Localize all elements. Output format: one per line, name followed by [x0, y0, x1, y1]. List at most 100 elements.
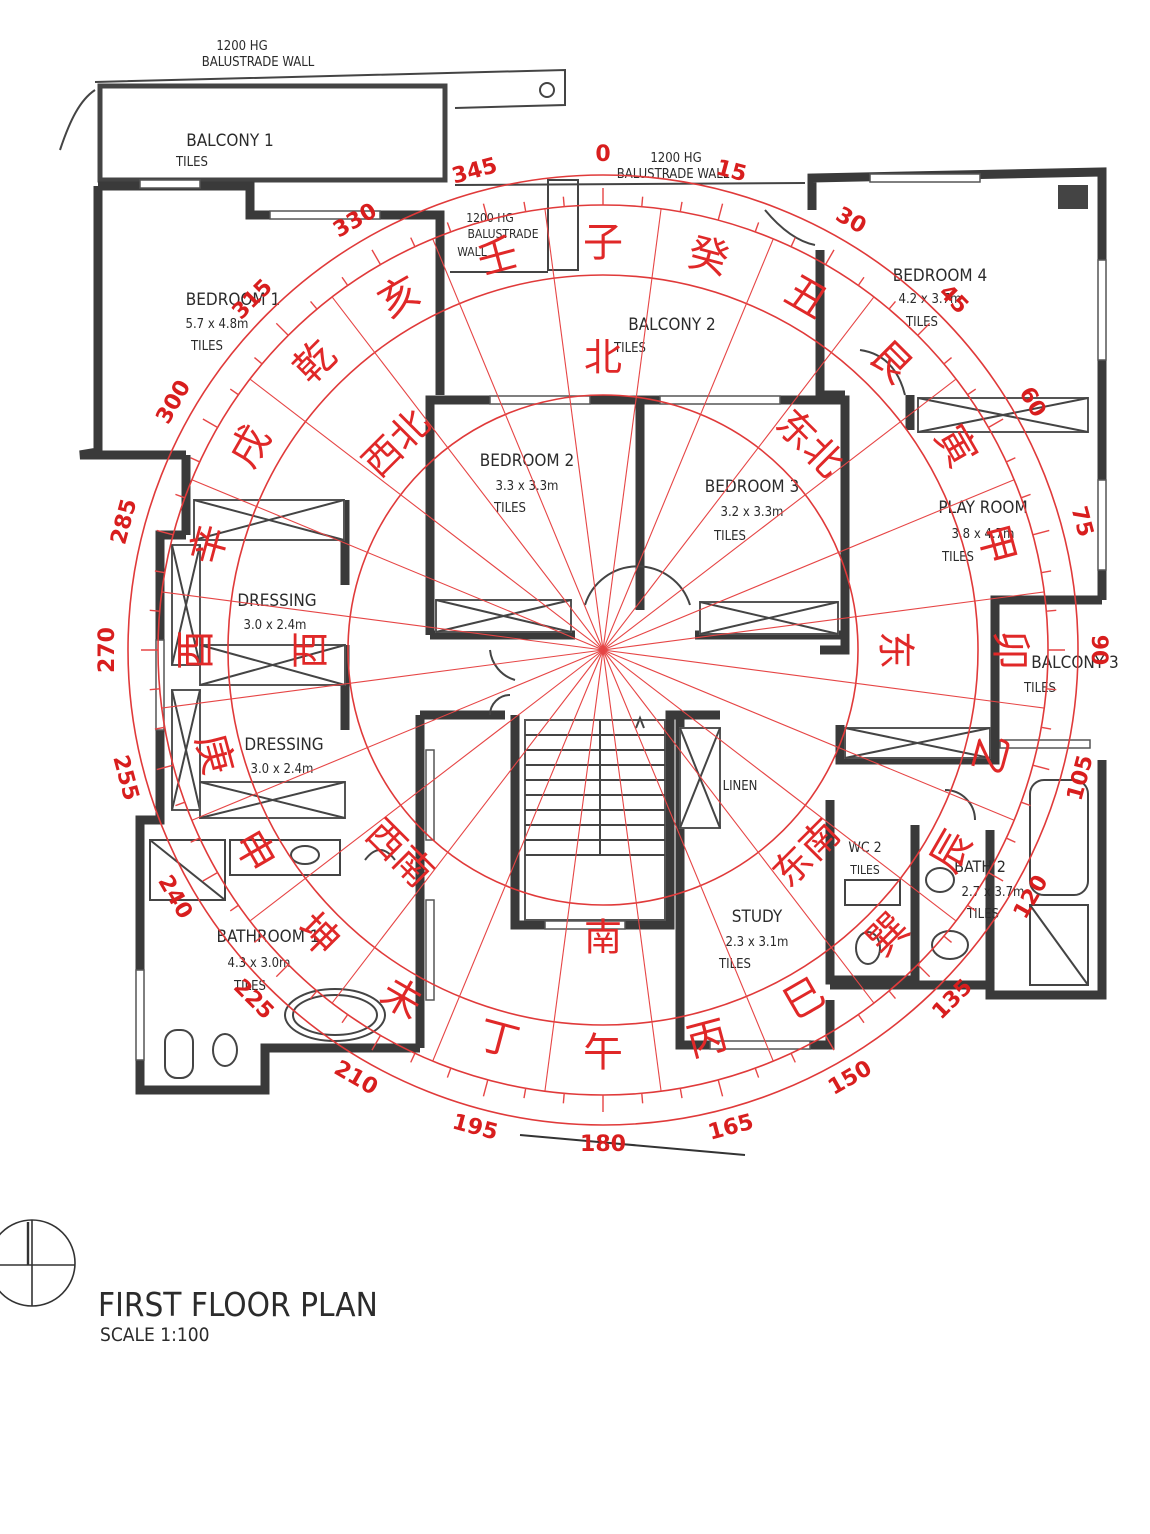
toilet-bathroom-1-icon [164, 1029, 194, 1079]
compass-tick [679, 1088, 683, 1099]
study-finish: TILES [718, 957, 751, 972]
top-balustrade-note: 1200 HG BALUSTRADE WALL [202, 39, 315, 70]
balcony-1-hatch [59, 89, 96, 151]
compass-tick [943, 935, 953, 944]
compass-degree-label: 150 [824, 1056, 876, 1101]
bedroom-3-size: 3.2 x 3.3m [721, 505, 784, 520]
compass-tick [754, 1067, 760, 1078]
balcony-1: BALCONY 1 TILES [59, 68, 566, 183]
compass-tick [523, 201, 527, 212]
compass-degree-label: 165 [706, 1110, 757, 1146]
compass-degree-label: 90 [1086, 635, 1111, 666]
wc-2-basin-icon [844, 879, 901, 906]
compass-tick [229, 904, 239, 912]
compass-spoke [602, 649, 957, 922]
compass-spoke [544, 208, 604, 651]
compass-degree-label: 180 [580, 1132, 626, 1157]
compass-tick [1020, 493, 1031, 499]
wc-2-toilet-icon [855, 931, 881, 965]
balcony-3-name: BALCONY 3 [1031, 653, 1119, 673]
top-balustrade-label: BALUSTRADE WALL [202, 55, 315, 70]
compass-tick [156, 764, 174, 771]
compass-tick [1020, 801, 1031, 807]
dressing-a-size: 3.0 x 2.4m [244, 618, 307, 633]
compass-tick [175, 801, 186, 807]
compass-degree-label: 285 [106, 496, 142, 547]
compass-mountain-label: 丙 [682, 1012, 733, 1067]
compass-tick [154, 726, 165, 730]
compass-spoke [161, 649, 604, 709]
compass-spoke [602, 238, 774, 651]
compass-spoke [602, 296, 875, 651]
dressing-b-size: 3.0 x 2.4m [251, 762, 314, 777]
compass-spokes [161, 208, 1045, 1092]
compass-tick [253, 935, 263, 944]
bedroom-4-door-arc [859, 349, 906, 396]
compass-spoke [602, 649, 1015, 821]
compass-tick [410, 237, 416, 247]
compass-spoke [602, 649, 662, 1092]
compass-degree-label: 330 [329, 199, 381, 244]
top-right-balustrade-height: 1200 HG [650, 151, 701, 166]
compass-tick [562, 1093, 565, 1104]
bedroom-4-door-swing [764, 209, 816, 246]
compass-tick [202, 418, 218, 429]
compass-mountain-label: 酉 [173, 630, 219, 670]
compass-tick [190, 837, 200, 843]
compass-spoke [602, 479, 1015, 651]
compass-tick [410, 1053, 416, 1063]
bath-2-tub-icon [1029, 779, 1089, 896]
balcony-1-outline [97, 83, 448, 183]
stair-arrow-icon [635, 715, 645, 729]
compass-mountain-label: 乙 [965, 729, 1020, 780]
compass-ring-direction [347, 394, 859, 906]
wc-2-finish: TILES [849, 863, 880, 877]
compass-mountain-label: 丑 [778, 268, 836, 328]
compass-mountain-label: 子 [583, 220, 623, 266]
balcony-3-finish: TILES [1023, 681, 1056, 696]
linen-name: LINEN [723, 779, 758, 794]
bedroom-3-name: BEDROOM 3 [705, 477, 799, 497]
compass-tick [917, 964, 931, 978]
compass-degree-label: 0 [595, 142, 610, 167]
balcony-2-parapet [547, 179, 579, 271]
compass-degree-label: 210 [330, 1056, 382, 1101]
compass-tick [679, 201, 683, 212]
bedroom-3-finish: TILES [713, 529, 746, 544]
fixtures [149, 779, 1089, 1079]
compass-tick [1046, 688, 1057, 691]
compass-tick [1041, 570, 1052, 574]
compass-tick [154, 570, 165, 574]
compass-direction-label: 东 [874, 631, 918, 669]
compass-degree-label: 255 [107, 753, 143, 804]
compass-tick [1032, 764, 1050, 771]
compass-tick [917, 322, 931, 336]
wardrobe-bedroom-3 [699, 601, 839, 635]
compass-tick [341, 276, 349, 286]
stair-core [510, 710, 720, 930]
compass-tick [309, 990, 318, 1000]
bidet-icon [212, 1033, 238, 1067]
study-name: STUDY [732, 907, 783, 927]
compass-spoke [249, 649, 604, 922]
compass-spoke [331, 649, 604, 1004]
compass-degree-label: 30 [831, 202, 870, 239]
compass-ring-mountain [227, 274, 979, 1026]
compass-spoke [602, 378, 957, 651]
compass-tick [149, 688, 160, 691]
bathroom-1-name: BATHROOM 1 [217, 927, 320, 947]
compass-tick [371, 1035, 382, 1051]
compass-mountain-label: 丁 [473, 1012, 524, 1067]
compass-mountain-label: 坤 [288, 905, 349, 966]
compass-mountain-label: 戌 [221, 418, 281, 476]
compass-tick [275, 964, 289, 978]
stair-treads [525, 734, 665, 856]
bedroom-4-west-wall [815, 250, 845, 400]
basin-icon [290, 845, 320, 865]
compass-tick [1032, 529, 1050, 536]
compass-tick [149, 609, 160, 612]
compass-tick [446, 222, 452, 233]
linen-cupboard [679, 727, 721, 829]
wardrobes [171, 397, 1089, 829]
bedroom-4-column-fill [1058, 185, 1088, 209]
